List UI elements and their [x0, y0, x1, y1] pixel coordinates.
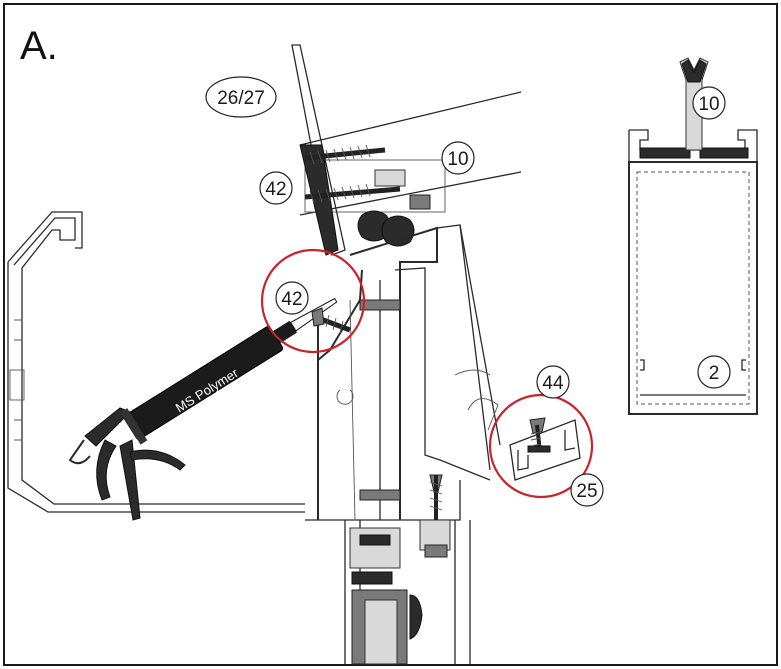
- svg-text:25: 25: [576, 481, 597, 502]
- callout-44: 44: [536, 365, 570, 399]
- left-extrusion: [7, 211, 305, 513]
- figure-frame: [3, 3, 778, 666]
- highlight-circle-clip: [488, 393, 594, 499]
- svg-text:26/27: 26/27: [217, 88, 265, 109]
- callout-10-top: 10: [441, 141, 475, 175]
- svg-text:2: 2: [709, 363, 720, 384]
- rafter-assembly: [291, 44, 522, 256]
- svg-text:44: 44: [542, 373, 564, 394]
- svg-text:10: 10: [447, 149, 468, 170]
- callout-25: 25: [570, 473, 604, 507]
- callout-2: 2: [697, 355, 731, 389]
- svg-text:42: 42: [265, 179, 286, 200]
- wood-screw-lower: [304, 183, 401, 204]
- callout-42-highlight: 42: [275, 281, 309, 315]
- sealant-gun-icon: MS Polymer: [68, 297, 338, 521]
- callout-26-27: 26/27: [205, 76, 277, 118]
- callout-10-right: 10: [692, 86, 726, 120]
- clip-detail: [509, 417, 581, 481]
- callout-42-top: 42: [259, 171, 293, 205]
- cap-profile-drawing: [628, 57, 758, 415]
- frame-screw: [429, 474, 443, 520]
- svg-text:42: 42: [281, 289, 302, 310]
- highlight-circle-screw: [260, 248, 366, 354]
- svg-text:10: 10: [698, 94, 719, 115]
- wood-screw-upper: [304, 144, 386, 165]
- highlight-screw: [311, 307, 351, 334]
- section-label: A.: [20, 24, 58, 68]
- mullion-profile: [305, 224, 501, 521]
- lower-frame: [344, 474, 471, 665]
